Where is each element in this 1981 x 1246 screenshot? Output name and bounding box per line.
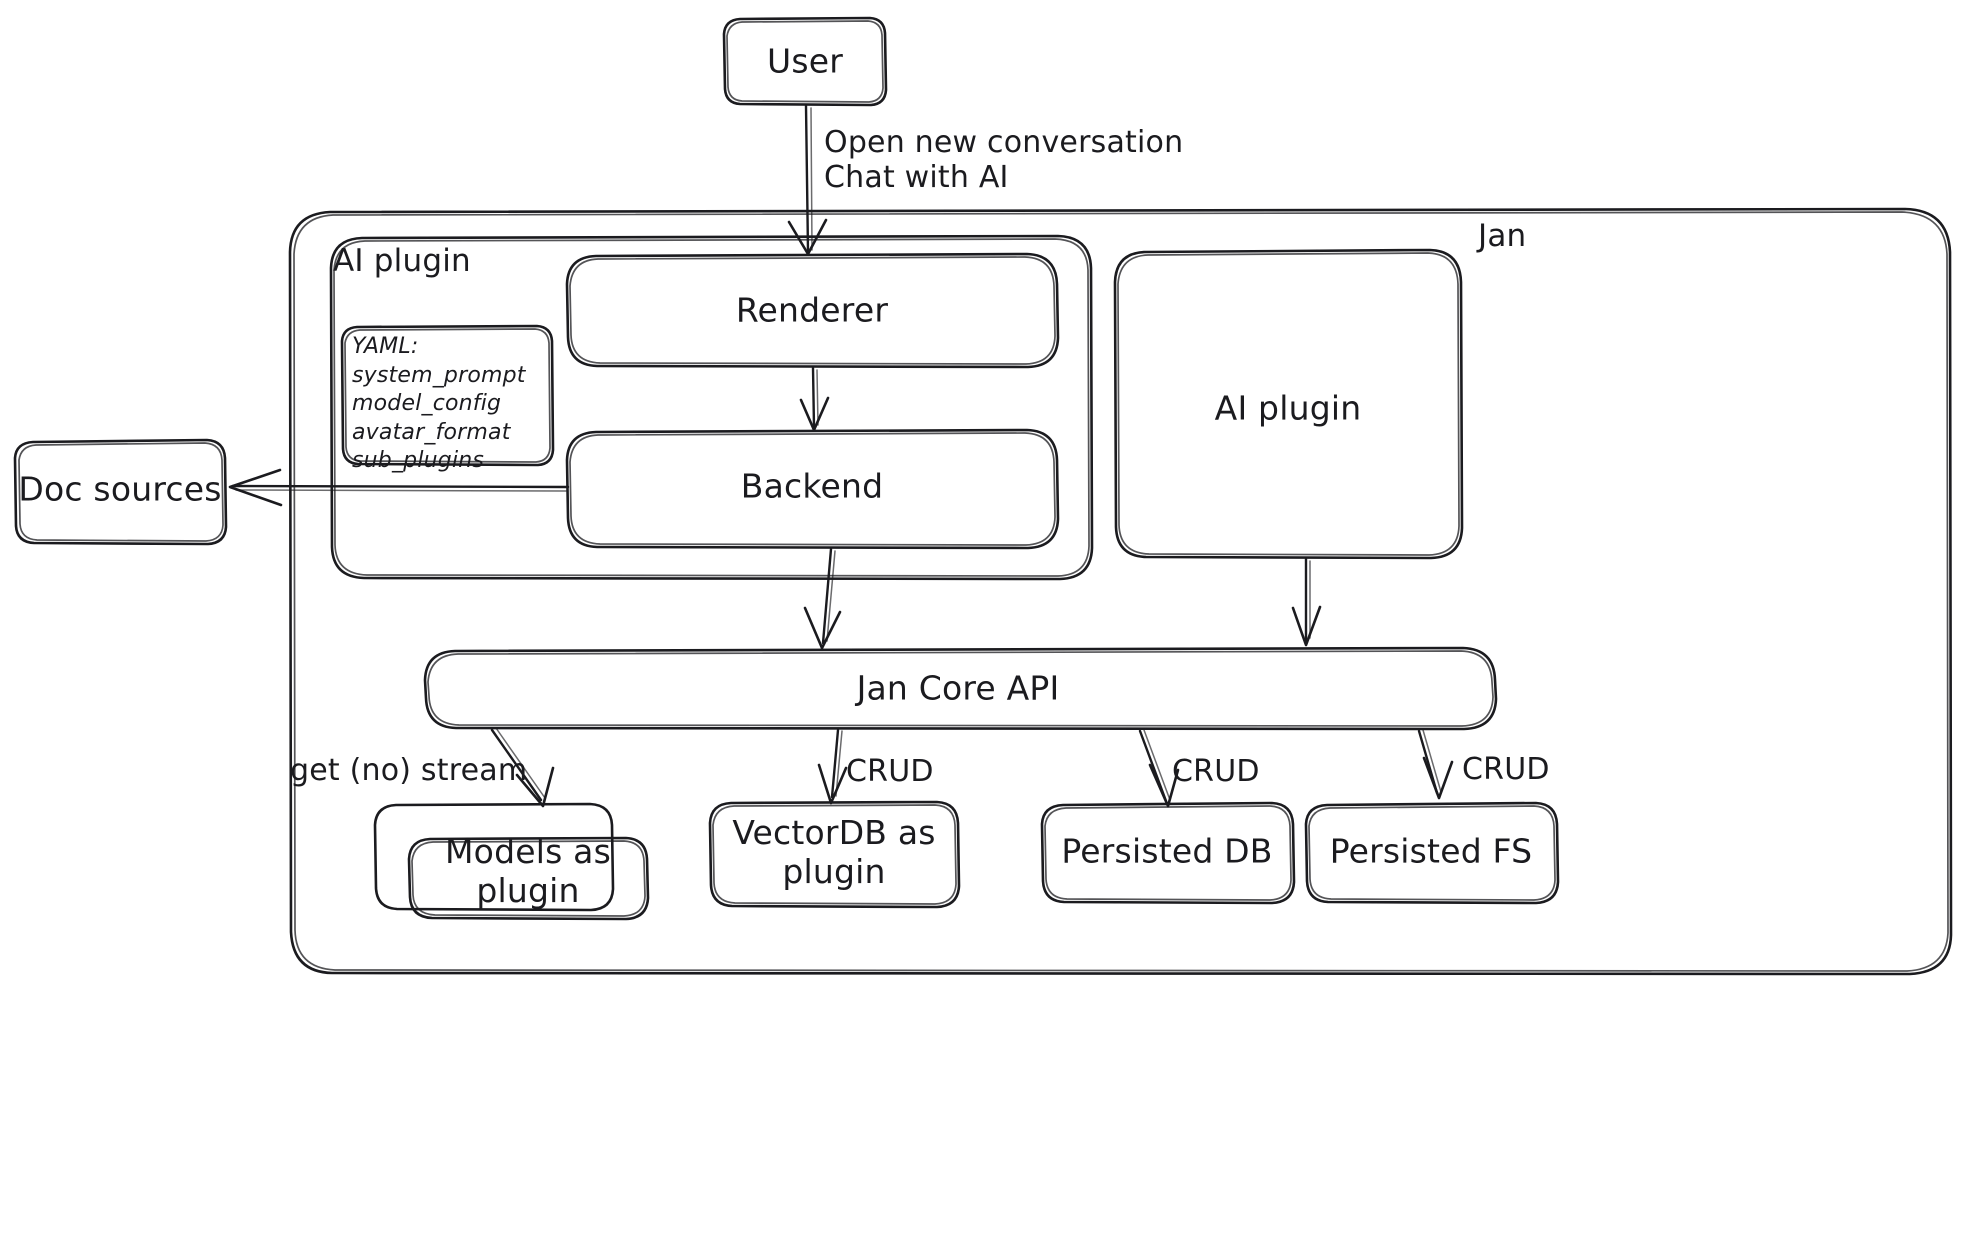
edge-backend-to-doc-sources xyxy=(228,468,570,507)
renderer-label: Renderer xyxy=(735,290,889,330)
doc-sources-box-shape xyxy=(13,438,228,546)
doc-sources-label: Doc sources xyxy=(18,469,222,509)
edge-core-to-models xyxy=(490,727,555,808)
vectordb-plugin-shape xyxy=(708,800,961,909)
backend-box-shape xyxy=(565,428,1060,550)
jan-container-shape xyxy=(288,207,1953,976)
jan-core-api-shape xyxy=(423,646,1498,731)
persisted-db-label: Persisted DB xyxy=(1061,831,1273,871)
edge-label-user-to-renderer: Open new conversation Chat with AI xyxy=(824,125,1184,196)
models-plugin-shape xyxy=(373,802,650,921)
renderer-box-shape xyxy=(565,252,1060,369)
edge-core-to-vectordb xyxy=(817,728,848,805)
backend-label: Backend xyxy=(740,466,884,506)
models-plugin-label: Models as plugin xyxy=(445,832,611,910)
user-box-shape xyxy=(722,16,888,107)
ai-plugin-node-label: AI plugin xyxy=(1214,388,1362,428)
edge-label-core-to-persistedfs: CRUD xyxy=(1462,752,1550,787)
yaml-box-label: YAML: system_prompt model_config avatar_… xyxy=(352,334,526,474)
ai-plugin-group-shape xyxy=(329,234,1094,581)
ai-plugin-node-shape xyxy=(1113,248,1464,560)
edge-label-core-to-vectordb: CRUD xyxy=(846,754,934,789)
jan-container-label: Jan xyxy=(1478,218,1527,254)
ai-plugin-group-label: AI plugin xyxy=(333,243,471,279)
persisted-fs-label: Persisted FS xyxy=(1329,831,1533,871)
edge-user-to-renderer xyxy=(787,104,828,256)
edge-core-to-persistedfs xyxy=(1417,729,1454,800)
edge-label-core-to-models: get (no) stream xyxy=(290,753,528,788)
persisted-db-shape xyxy=(1040,801,1296,905)
persisted-fs-shape xyxy=(1304,801,1560,905)
edge-aiplugin-to-core xyxy=(1291,557,1322,647)
edge-backend-to-core xyxy=(803,547,842,650)
edge-label-core-to-persisteddb: CRUD xyxy=(1172,754,1260,789)
edge-core-to-persisteddb xyxy=(1138,729,1180,808)
jan-core-api-label: Jan Core API xyxy=(856,668,1060,708)
yaml-box-shape xyxy=(340,324,555,467)
edge-renderer-to-backend xyxy=(799,366,830,432)
vectordb-plugin-label: VectorDB as plugin xyxy=(732,813,936,891)
user-label: User xyxy=(766,41,844,81)
